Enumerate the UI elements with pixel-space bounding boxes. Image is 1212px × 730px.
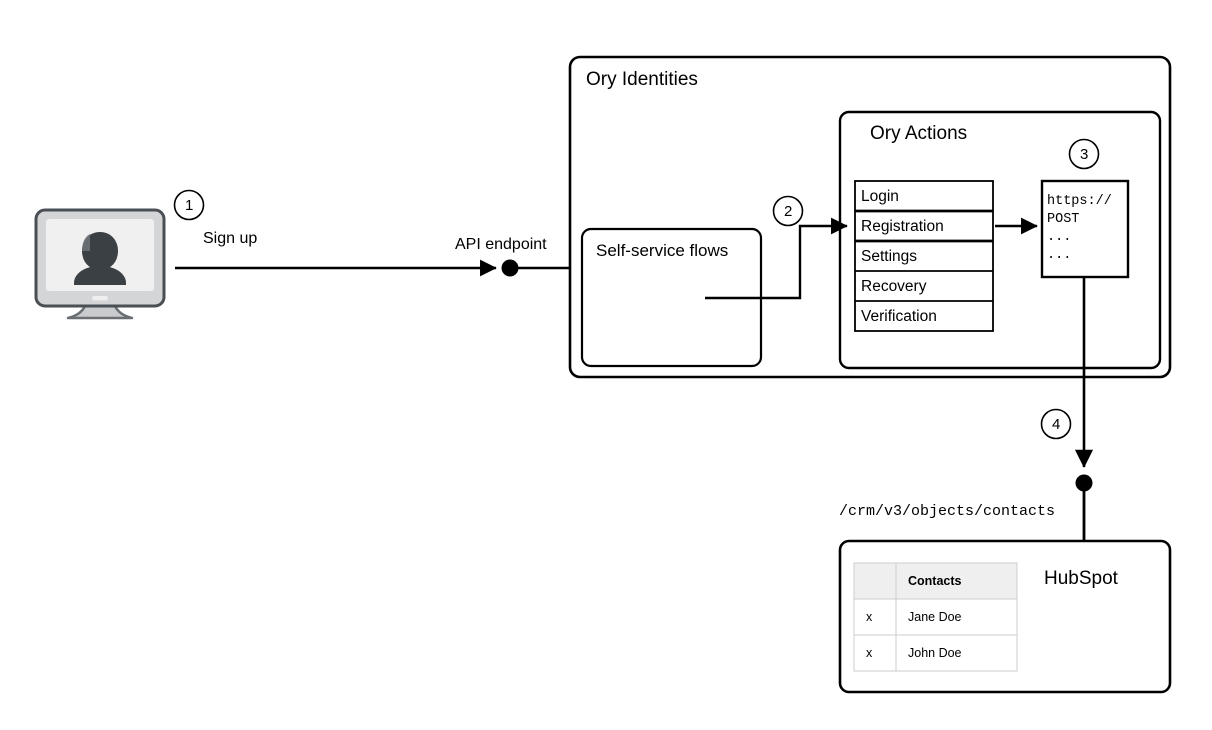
selfservice-to-registration-connector [705,217,848,300]
step-badge-4 [1040,408,1072,440]
api-endpoint-dot [501,259,519,277]
flow-item-registration[interactable]: Registration [861,218,944,235]
contacts-table-grid [853,562,1018,672]
step-badge-3-label: 3 [1080,146,1089,163]
contacts-row-1-name: Jane Doe [908,610,962,624]
flow-item-settings[interactable]: Settings [861,248,918,265]
step-badge-1 [173,189,205,221]
hubspot-name: HubSpot [1044,568,1118,589]
ory-identities-title: Ory Identities [586,69,698,90]
webhook-line-url: https:// [1047,194,1112,209]
flow-item-verification[interactable]: Verification [861,308,937,325]
webhook-line-ellipsis-1: ... [1047,230,1072,245]
hubspot-endpoint-dot [1075,474,1093,492]
contacts-table-header-contacts: Contacts [908,574,962,588]
webhook-request-box [1040,179,1130,279]
step-badge-3 [1068,138,1100,170]
webhook-line-ellipsis-2: ... [1047,248,1072,263]
step-badge-2-label: 2 [784,203,793,220]
contacts-row-1-marker: x [866,610,873,624]
desktop-monitor-user-icon [34,208,166,320]
ory-actions-flow-list [854,180,994,332]
step-badge-4-label: 4 [1052,416,1061,433]
contacts-row-2-name: John Doe [908,646,962,660]
signup-edge-label: Sign up [203,230,258,247]
webhook-line-method: POST [1047,212,1080,227]
contacts-row-2-marker: x [866,646,873,660]
self-service-flows-title: Self-service flows [596,241,729,260]
api-endpoint-label: API endpoint [455,236,547,253]
hubspot-api-path: /crm/v3/objects/contacts [839,503,1056,520]
flow-item-recovery[interactable]: Recovery [861,278,927,295]
ory-actions-title: Ory Actions [870,123,968,144]
flow-item-login[interactable]: Login [861,188,899,205]
step-badge-1-label: 1 [185,197,194,214]
step-badge-2 [772,195,804,227]
